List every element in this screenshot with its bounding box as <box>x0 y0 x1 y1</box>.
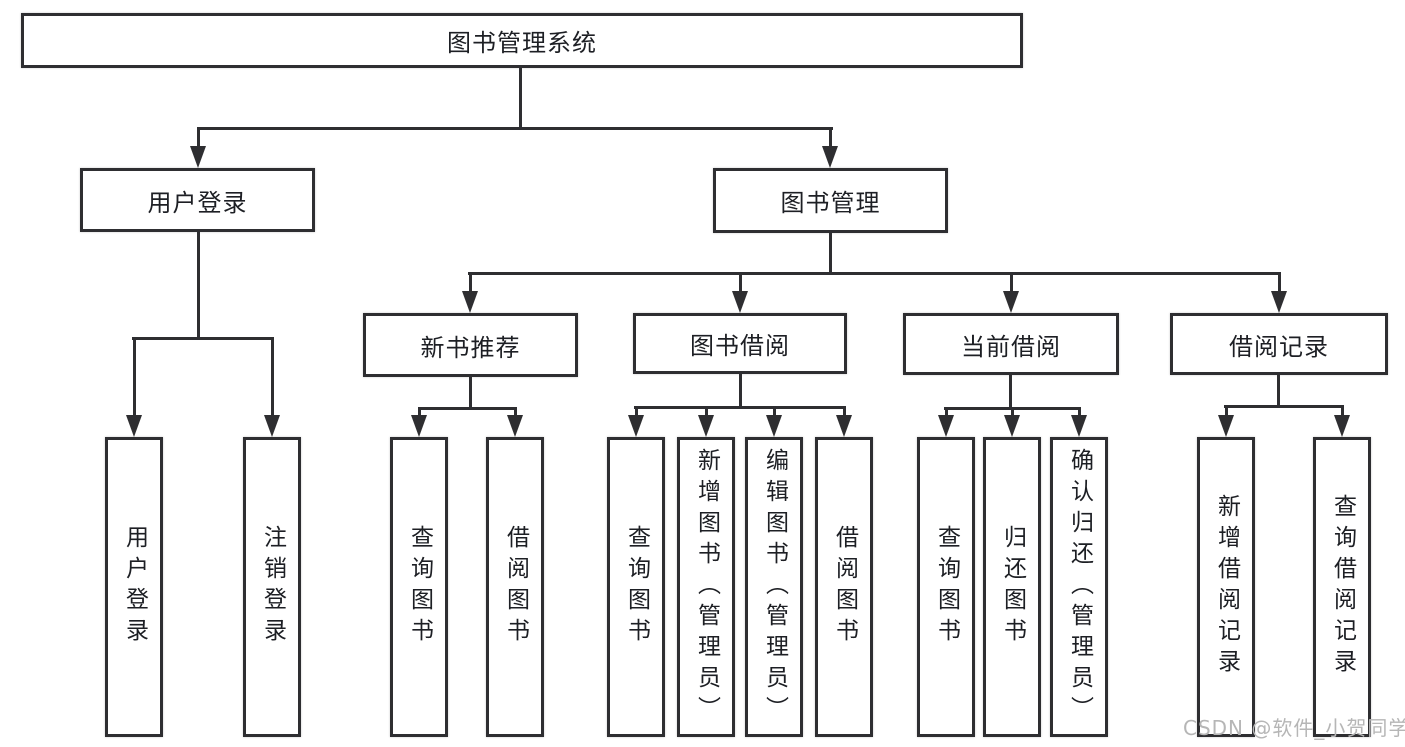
leaf-recommend-query-books: 查询图书 <box>390 437 448 737</box>
leaf-recommend-borrow-books-label: 借阅图书 <box>502 525 529 649</box>
csdn-watermark: CSDN @软件_小贺同学 <box>1183 716 1405 740</box>
node-library-system: 图书管理系统 <box>21 13 1023 68</box>
leaf-logout: 注销登录 <box>243 437 301 737</box>
arrow-down-icon <box>1004 415 1020 437</box>
connector-line <box>1078 407 1081 417</box>
leaf-current-query-books-label: 查询图书 <box>933 525 960 649</box>
node-library-system-label: 图书管理系统 <box>447 29 597 57</box>
arrow-down-icon <box>938 415 954 437</box>
connector-line <box>634 406 845 409</box>
arrow-down-icon <box>264 415 280 437</box>
leaf-borrow-query-books: 查询图书 <box>607 437 665 737</box>
node-borrow-records: 借阅记录 <box>1170 313 1388 375</box>
connector-line <box>829 127 832 150</box>
leaf-return-books-label: 归还图书 <box>999 525 1026 649</box>
leaf-user-login-label: 用户登录 <box>121 525 148 649</box>
connector-line <box>468 272 1281 275</box>
connector-line <box>519 68 522 130</box>
leaf-borrow-borrow-books: 借阅图书 <box>815 437 873 737</box>
leaf-confirm-return-admin-label: 确认归还（管理员） <box>1066 447 1093 727</box>
arrow-down-icon <box>766 415 782 437</box>
connector-line <box>1011 407 1014 417</box>
connector-line <box>739 272 742 292</box>
arrow-down-icon <box>1003 291 1019 313</box>
connector-line <box>739 374 742 408</box>
node-borrow-records-label: 借阅记录 <box>1229 332 1329 361</box>
arrow-down-icon <box>1071 415 1087 437</box>
leaf-add-book-admin-label: 新增图书（管理员） <box>693 447 720 727</box>
arrow-down-icon <box>1271 291 1287 313</box>
connector-line <box>1225 405 1228 417</box>
connector-line <box>197 127 200 150</box>
arrow-down-icon <box>1334 415 1350 437</box>
connector-line <box>1010 272 1013 292</box>
leaf-edit-book-admin-label: 编辑图书（管理员） <box>761 447 788 727</box>
connector-line <box>514 407 517 417</box>
leaf-query-borrow-record-label: 查询借阅记录 <box>1329 494 1356 680</box>
node-book-management-label: 图书管理 <box>780 189 881 217</box>
connector-line <box>1224 405 1344 408</box>
leaf-confirm-return-admin: 确认归还（管理员） <box>1050 437 1108 737</box>
leaf-borrow-query-books-label: 查询图书 <box>623 525 650 649</box>
connector-line <box>197 232 200 339</box>
arrow-down-icon <box>411 415 427 437</box>
connector-line <box>133 337 136 417</box>
node-book-management: 图书管理 <box>713 168 948 233</box>
connector-line <box>418 407 421 417</box>
connector-line <box>705 406 708 417</box>
node-current-borrow-label: 当前借阅 <box>961 332 1061 361</box>
connector-line <box>773 406 776 417</box>
connector-line <box>469 377 472 409</box>
arrow-down-icon <box>698 415 714 437</box>
connector-line <box>197 127 833 130</box>
leaf-add-borrow-record-label: 新增借阅记录 <box>1213 494 1240 680</box>
arrow-down-icon <box>836 415 852 437</box>
arrow-down-icon <box>190 146 206 168</box>
leaf-return-books: 归还图书 <box>983 437 1041 737</box>
connector-line <box>132 337 274 340</box>
connector-line <box>271 337 274 417</box>
connector-line <box>829 233 832 274</box>
leaf-add-book-admin: 新增图书（管理员） <box>677 437 735 737</box>
leaf-query-borrow-record: 查询借阅记录 <box>1313 437 1371 737</box>
node-book-borrow-label: 图书借阅 <box>690 332 790 360</box>
arrow-down-icon <box>822 146 838 168</box>
connector-line <box>1341 405 1344 417</box>
node-user-login-label: 用户登录 <box>147 188 248 217</box>
arrow-down-icon <box>462 291 478 313</box>
node-new-book-recommend: 新书推荐 <box>363 313 578 377</box>
node-current-borrow: 当前借阅 <box>903 313 1119 375</box>
connector-line <box>635 406 638 417</box>
node-new-book-recommend-label: 新书推荐 <box>420 333 521 362</box>
leaf-recommend-query-books-label: 查询图书 <box>406 525 433 649</box>
leaf-edit-book-admin: 编辑图书（管理员） <box>745 437 803 737</box>
connector-line <box>469 272 472 292</box>
leaf-recommend-borrow-books: 借阅图书 <box>486 437 544 737</box>
leaf-user-login: 用户登录 <box>105 437 163 737</box>
leaf-borrow-borrow-books-label: 借阅图书 <box>831 525 858 649</box>
node-book-borrow: 图书借阅 <box>633 313 847 374</box>
connector-line <box>1009 375 1012 409</box>
connector-line <box>418 407 517 410</box>
leaf-logout-label: 注销登录 <box>259 525 286 649</box>
connector-line <box>843 406 846 417</box>
node-user-login: 用户登录 <box>80 168 315 232</box>
arrow-down-icon <box>732 291 748 313</box>
leaf-current-query-books: 查询图书 <box>917 437 975 737</box>
leaf-add-borrow-record: 新增借阅记录 <box>1197 437 1255 737</box>
connector-line <box>1278 272 1281 292</box>
arrow-down-icon <box>1218 415 1234 437</box>
connector-line <box>1277 375 1280 407</box>
arrow-down-icon <box>507 415 523 437</box>
arrow-down-icon <box>126 415 142 437</box>
arrow-down-icon <box>628 415 644 437</box>
connector-line <box>945 407 948 417</box>
